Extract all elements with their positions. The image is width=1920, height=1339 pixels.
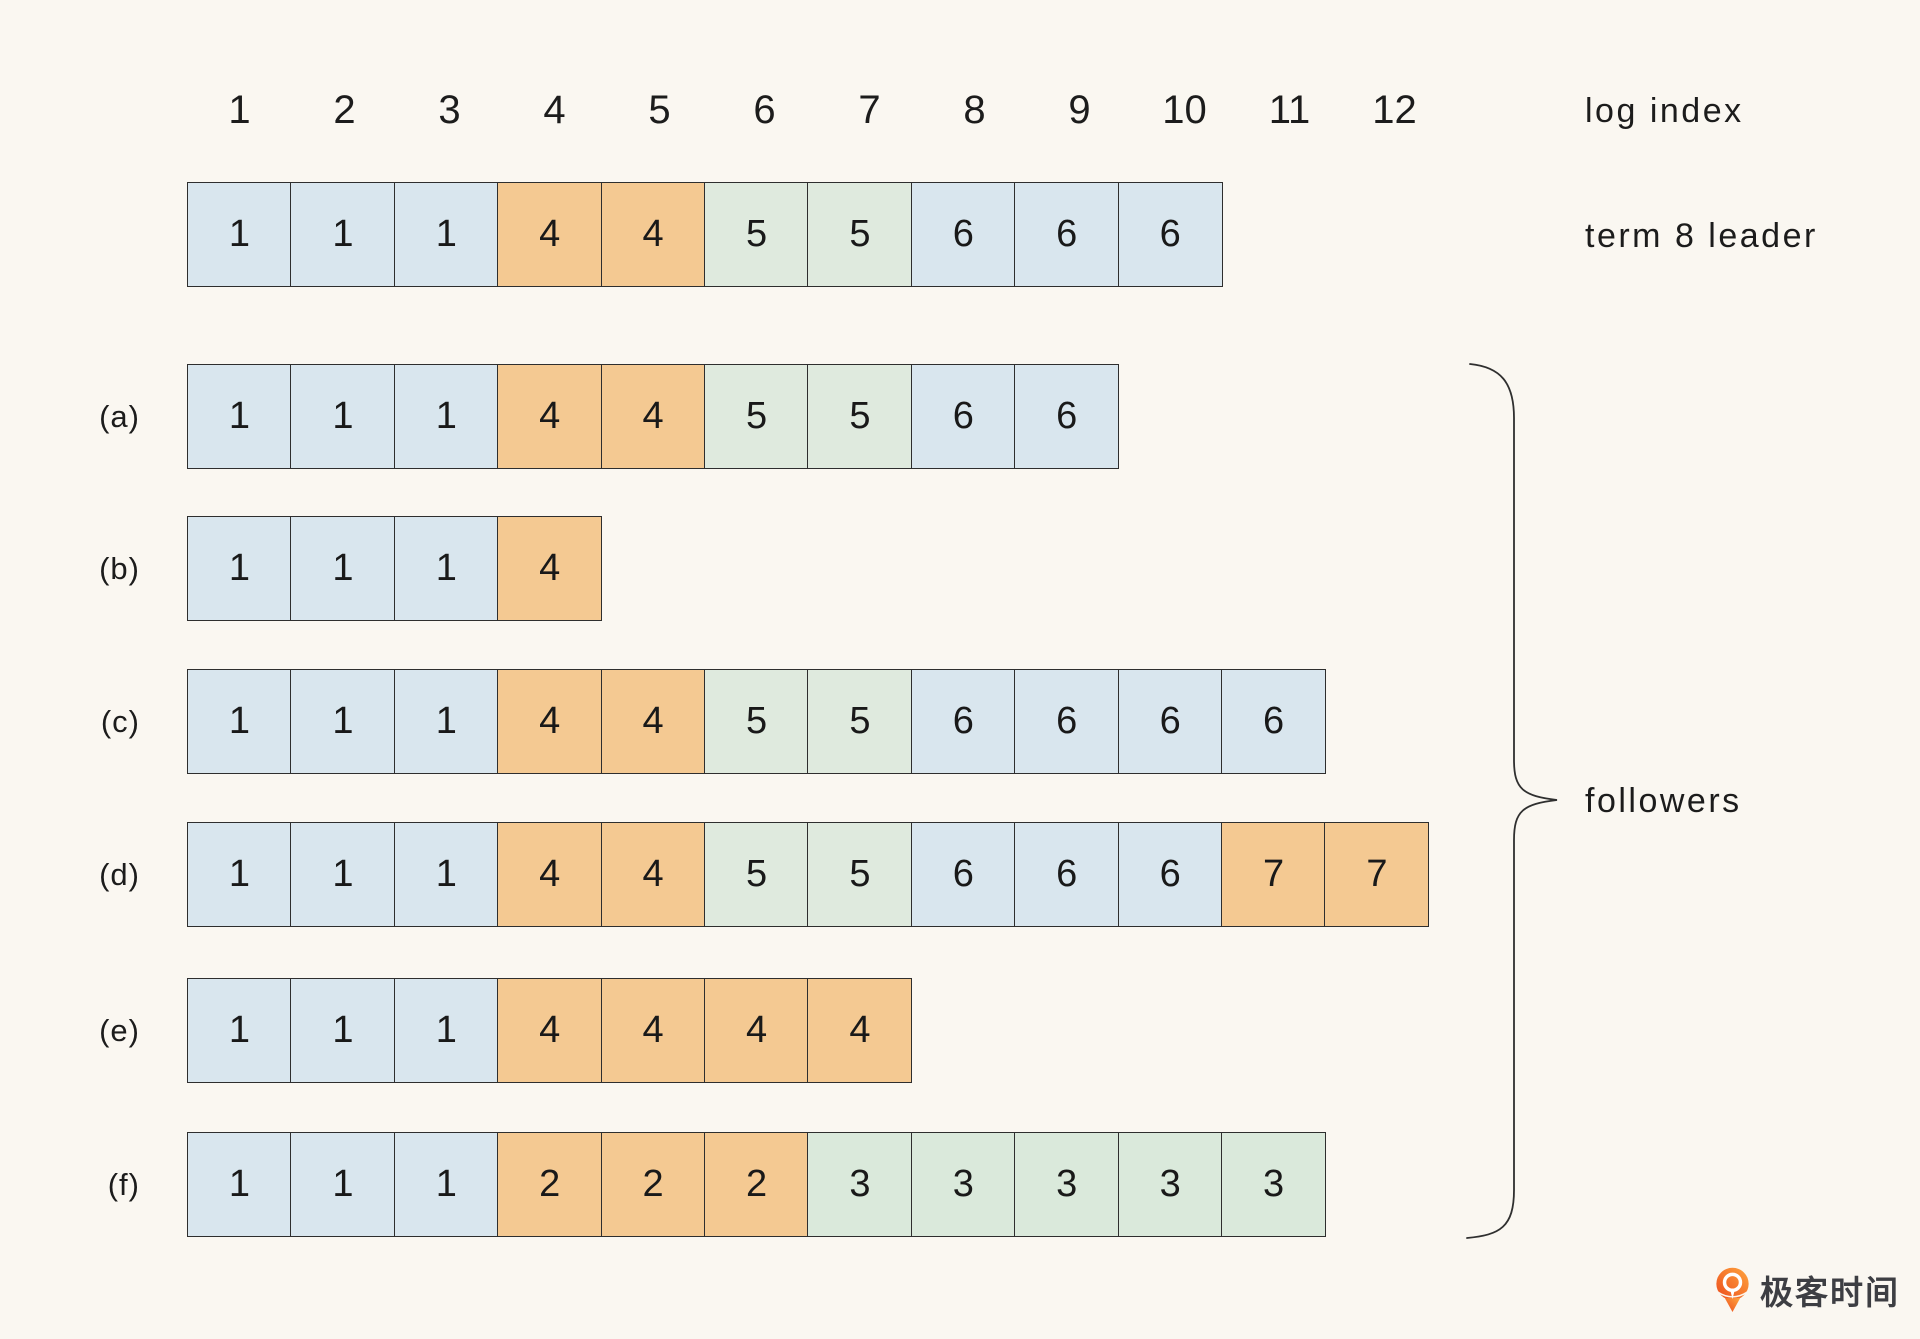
geektime-logo-text: 极客时间	[1760, 1274, 1900, 1311]
log-cell: 4	[497, 978, 603, 1083]
follower-row-label-f: (f)	[107, 1166, 140, 1202]
log-index-6: 6	[753, 88, 776, 132]
log-cell: 5	[807, 669, 913, 774]
log-index-12: 12	[1372, 88, 1417, 132]
log-cell: 4	[600, 978, 706, 1083]
follower-row-label-c: (c)	[100, 703, 140, 739]
log-cell: 1	[290, 364, 396, 469]
log-cell: 4	[497, 182, 603, 287]
log-cell: 6	[1014, 182, 1120, 287]
leader-label: term 8 leader	[1585, 217, 1818, 255]
log-cell: 5	[807, 182, 913, 287]
follower-row-label-b: (b)	[99, 550, 140, 586]
log-cell: 1	[187, 669, 292, 774]
log-cell: 1	[187, 822, 292, 927]
log-cell: 6	[910, 669, 1016, 774]
log-index-9: 9	[1068, 88, 1091, 132]
log-cell: 2	[704, 1132, 810, 1237]
geektime-logo: 极客时间	[1714, 1266, 1900, 1314]
log-cell: 3	[910, 1132, 1016, 1237]
log-cell: 1	[187, 516, 292, 621]
log-cell: 5	[704, 182, 810, 287]
log-cell: 3	[1014, 1132, 1120, 1237]
log-cell: 4	[600, 669, 706, 774]
log-cell: 4	[497, 364, 603, 469]
follower-row-label-e: (e)	[99, 1012, 140, 1048]
log-cell: 2	[600, 1132, 706, 1237]
log-index-3: 3	[438, 88, 461, 132]
log-cell: 6	[1117, 822, 1223, 927]
log-cell: 1	[393, 1132, 499, 1237]
log-cell: 5	[807, 822, 913, 927]
log-cell: 6	[1014, 364, 1120, 469]
log-cell: 1	[187, 182, 292, 287]
log-cell: 4	[600, 364, 706, 469]
log-cell: 4	[497, 669, 603, 774]
log-index-11: 11	[1268, 88, 1311, 132]
log-cell: 1	[393, 669, 499, 774]
log-cell: 4	[807, 978, 913, 1083]
log-cell: 6	[1014, 822, 1120, 927]
log-cell: 1	[187, 364, 292, 469]
log-cell: 1	[393, 182, 499, 287]
log-cell: 1	[393, 364, 499, 469]
log-cell: 6	[1117, 669, 1223, 774]
log-cell: 4	[497, 516, 603, 621]
log-index-label: log index	[1585, 92, 1744, 130]
log-cell: 7	[1324, 822, 1430, 927]
geektime-pin-icon	[1716, 1267, 1749, 1312]
follower-row-label-d: (d)	[99, 856, 140, 892]
log-index-2: 2	[333, 88, 356, 132]
log-cell: 1	[393, 822, 499, 927]
log-cell: 5	[704, 364, 810, 469]
log-cell: 5	[807, 364, 913, 469]
log-cell: 4	[497, 822, 603, 927]
log-cell: 3	[1221, 1132, 1327, 1237]
follower-row-label-a: (a)	[99, 398, 140, 434]
log-cell: 5	[704, 669, 810, 774]
log-cell: 6	[910, 364, 1016, 469]
log-cell: 1	[290, 516, 396, 621]
log-cell: 1	[290, 822, 396, 927]
log-cell: 6	[910, 182, 1016, 287]
log-cell: 7	[1221, 822, 1327, 927]
followers-label: followers	[1585, 782, 1742, 820]
log-cell: 3	[1117, 1132, 1223, 1237]
log-cell: 1	[290, 669, 396, 774]
log-cell: 6	[1117, 182, 1223, 287]
log-cell: 1	[187, 1132, 292, 1237]
log-cell: 4	[600, 182, 706, 287]
log-cell: 1	[393, 516, 499, 621]
log-cell: 1	[290, 1132, 396, 1237]
log-cell: 4	[704, 978, 810, 1083]
log-cell: 6	[1221, 669, 1327, 774]
log-index-4: 4	[543, 88, 566, 132]
log-index-8: 8	[963, 88, 986, 132]
log-cell: 5	[704, 822, 810, 927]
log-cell: 1	[393, 978, 499, 1083]
log-cell: 6	[910, 822, 1016, 927]
log-cell: 1	[187, 978, 292, 1083]
log-cell: 4	[600, 822, 706, 927]
log-cell: 1	[290, 978, 396, 1083]
log-cell: 1	[290, 182, 396, 287]
log-cell: 6	[1014, 669, 1120, 774]
log-index-10: 10	[1162, 88, 1207, 132]
log-index-7: 7	[858, 88, 881, 132]
log-index-5: 5	[648, 88, 671, 132]
log-cell: 3	[807, 1132, 913, 1237]
log-cell: 2	[497, 1132, 603, 1237]
log-index-1: 1	[228, 88, 251, 132]
